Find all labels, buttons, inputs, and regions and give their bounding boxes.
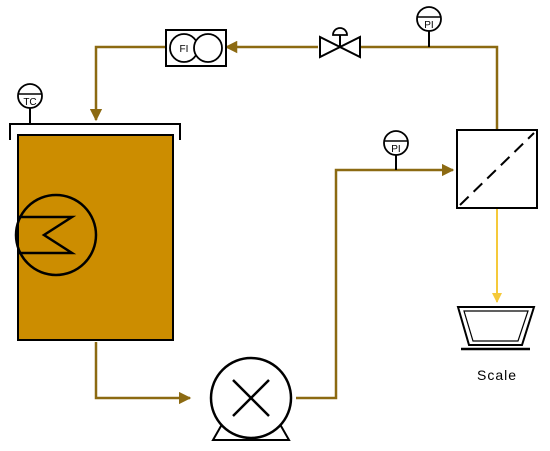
line-pump-to-membrane <box>296 163 455 400</box>
scale-label: Scale <box>477 367 517 383</box>
scale-bowl-icon <box>456 306 536 351</box>
membrane-module-icon <box>456 129 538 209</box>
heat-exchanger-coil-icon <box>14 193 98 277</box>
pi-feed-label: PI <box>391 144 400 155</box>
line-membrane-to-valve <box>343 40 499 130</box>
process-lines <box>89 40 499 405</box>
pi-return-label: PI <box>424 20 433 31</box>
fi-label: FI <box>180 44 189 55</box>
pressure-gauge-icon <box>383 130 409 170</box>
valve-icon <box>319 27 361 59</box>
flow-indicator-icon <box>165 29 227 67</box>
temperature-controller-icon <box>17 83 43 124</box>
pressure-gauge-icon <box>416 6 442 47</box>
tank-lid <box>9 123 181 140</box>
pump-icon <box>209 356 293 441</box>
line-tank-to-pump <box>94 342 192 405</box>
line-fi-to-tank <box>89 45 166 122</box>
tc-label: TC <box>23 97 36 108</box>
feed-tank <box>9 123 181 341</box>
